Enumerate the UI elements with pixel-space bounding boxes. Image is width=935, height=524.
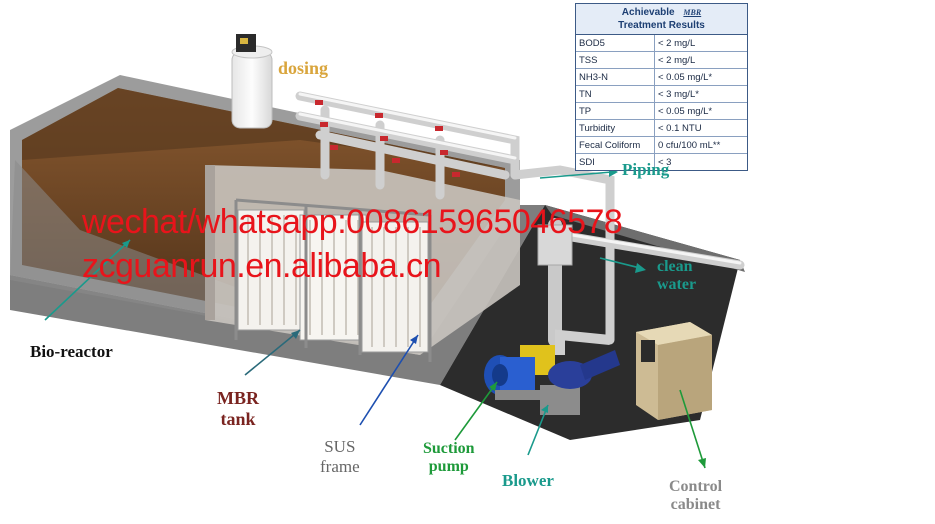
param-cell: NH3-N	[576, 68, 655, 86]
watermark-website: zcguanrun.en.alibaba.cn	[82, 247, 442, 285]
membrane-modules	[234, 198, 432, 362]
blower-label: Blower	[502, 471, 554, 490]
param-cell: TN	[576, 85, 655, 103]
watermark-contact: wechat/whatsapp:008615965046578	[82, 203, 623, 241]
clean-water-label-line1: clean	[657, 258, 693, 275]
dosing-label: dosing	[278, 58, 329, 78]
suction-pump-label-line2: pump	[428, 458, 469, 476]
table-row: Turbidity< 0.1 NTU	[576, 119, 747, 137]
value-cell: < 0.1 NTU	[654, 119, 747, 137]
treatment-results-table: Achievable MBR Treatment Results BOD5< 2…	[575, 3, 748, 171]
table-row: TN< 3 mg/L*	[576, 85, 747, 103]
table-row: TSS< 2 mg/L	[576, 51, 747, 69]
control-cabinet-label: Control cabinet	[669, 478, 722, 515]
dosing-tank	[231, 34, 273, 129]
clean-water-label: clean water	[657, 258, 696, 295]
results-table-header: Achievable MBR Treatment Results	[576, 4, 747, 35]
param-cell: Fecal Coliform	[576, 136, 655, 154]
bioreactor-label: Bio-reactor	[30, 342, 113, 361]
table-row: TP< 0.05 mg/L*	[576, 102, 747, 120]
value-cell: < 2 mg/L	[654, 51, 747, 69]
annotation-arrows	[44, 167, 706, 469]
suction-pump-label: Suction pump	[423, 440, 475, 477]
piping-label: Piping	[622, 160, 670, 179]
clean-water-label-line2: water	[657, 276, 697, 294]
sus-frame-label: SUS frame	[320, 437, 360, 476]
value-cell: < 3 mg/L*	[654, 85, 747, 103]
suction-pump-label-line1: Suction	[423, 440, 475, 457]
param-cell: SDI	[576, 153, 655, 170]
control-cabinet-label-line2: cabinet	[670, 496, 721, 514]
value-cell: < 0.05 mg/L*	[654, 102, 747, 120]
value-cell: < 2 mg/L	[658, 37, 696, 49]
table-row: BOD5< 2 mg/L	[576, 35, 747, 52]
mbr-tank-label-line2: tank	[220, 408, 256, 429]
value-cell: 0 cfu/100 mL**	[654, 136, 747, 154]
results-title-line2: Treatment Results	[618, 19, 705, 31]
blower	[540, 329, 620, 415]
param-cell: TP	[576, 102, 655, 120]
control-cabinet-label-line1: Control	[669, 478, 723, 495]
param-cell: BOD5	[576, 35, 655, 52]
mbr-tank-label-line1: MBR	[217, 388, 259, 408]
table-row: SDI< 3	[576, 153, 747, 170]
value-cell: < 0.05 mg/L*	[654, 68, 747, 86]
results-rows: BOD5< 2 mg/L TSS< 2 mg/L NH3-N< 0.05 mg/…	[576, 35, 747, 170]
mbr-tank-label: MBR tank	[217, 388, 259, 429]
sus-frame-label-line2: frame	[320, 456, 360, 476]
param-cell: Turbidity	[576, 119, 655, 137]
suction-pump	[484, 345, 555, 400]
control-cabinet	[636, 322, 712, 420]
results-title-line1: Achievable	[621, 7, 675, 18]
sus-frame-label-line1: SUS	[324, 437, 356, 456]
value-cell: < 3	[654, 153, 747, 170]
table-row: NH3-N< 0.05 mg/L*	[576, 68, 747, 86]
results-title-suffix: MBR	[683, 8, 702, 17]
param-cell: TSS	[576, 51, 655, 69]
